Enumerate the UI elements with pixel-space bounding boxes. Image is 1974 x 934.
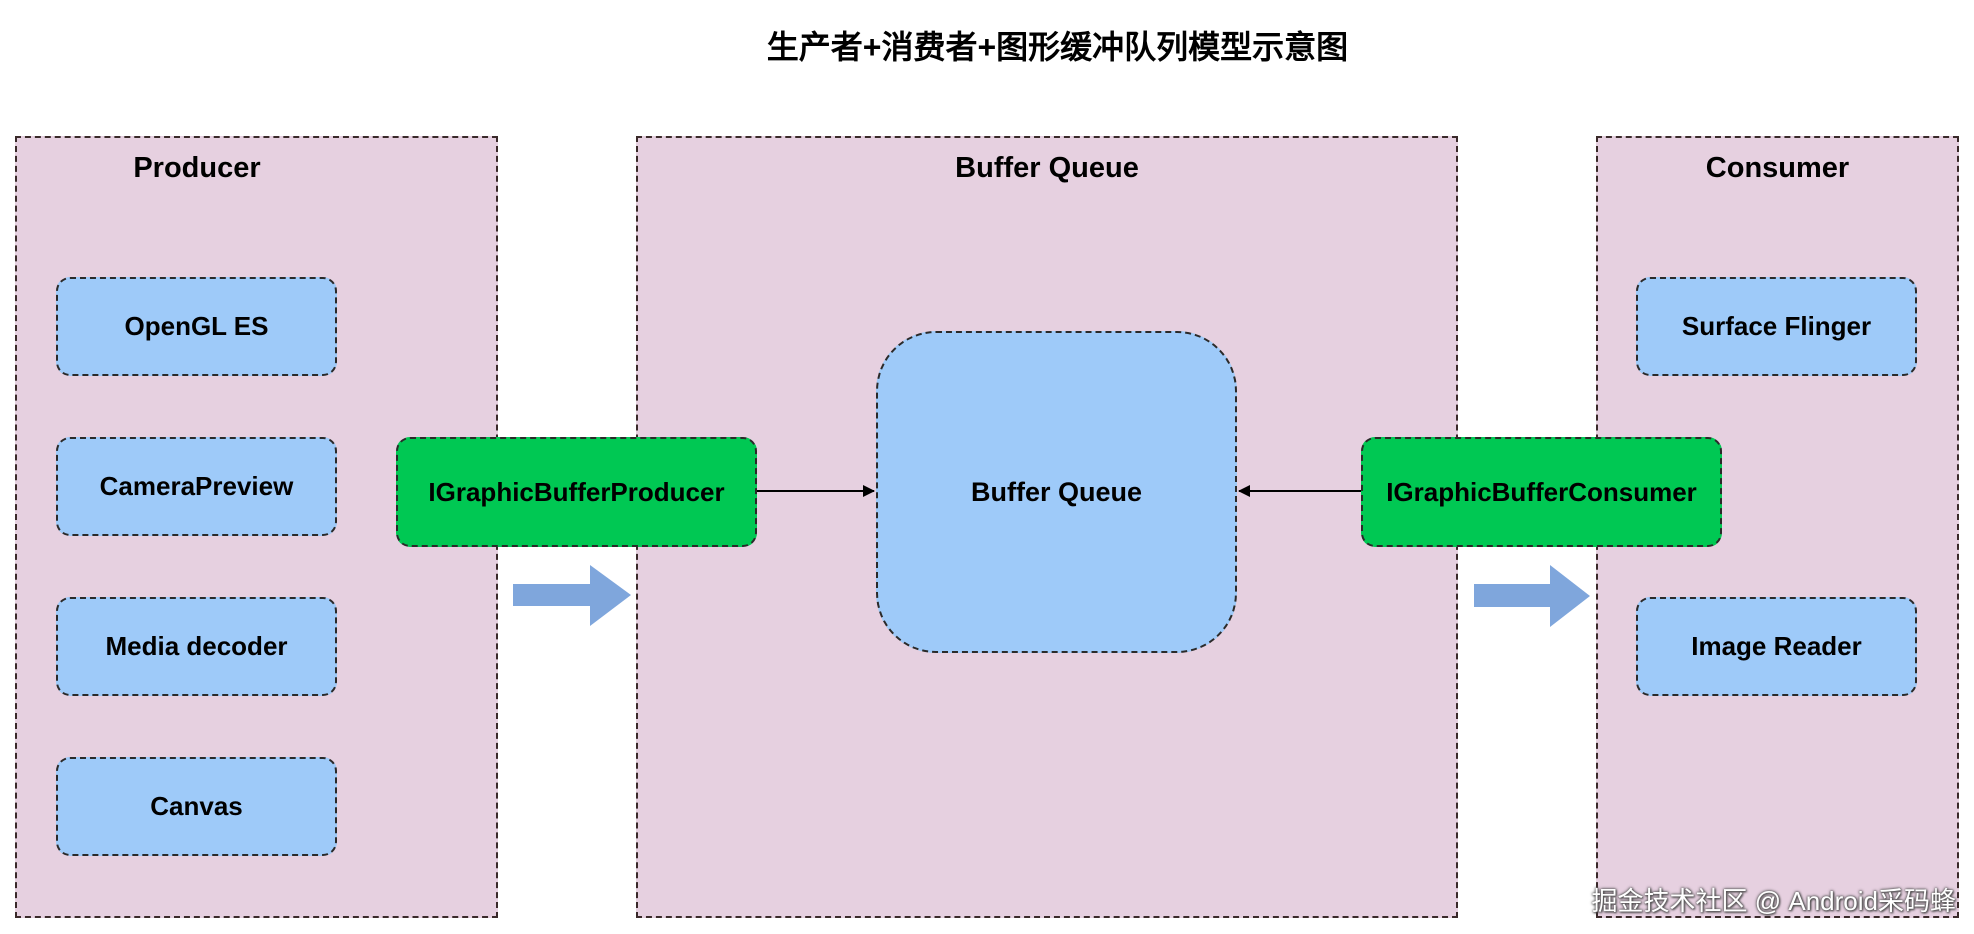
producer-title: Producer xyxy=(133,152,261,184)
consumer-item-image-reader: Image Reader xyxy=(1636,597,1917,696)
footer-watermark: 掘金技术社区 @ Android采码蜂 xyxy=(1591,886,1956,916)
diagram-title: 生产者+消费者+图形缓冲队列模型示意图 xyxy=(766,29,1349,65)
producer-item-opengl-es: OpenGL ES xyxy=(56,277,337,376)
consumer-item-surface-flinger: Surface Flinger xyxy=(1636,277,1917,376)
consumer-interface-box: IGraphicBufferConsumer xyxy=(1361,437,1722,547)
buffer-queue-title: Buffer Queue xyxy=(955,152,1139,184)
buffer-queue-box: Buffer Queue xyxy=(876,331,1237,653)
producer-item-media-decoder: Media decoder xyxy=(56,597,337,696)
producer-flow-arrow xyxy=(513,565,631,626)
producer-item-canvas: Canvas xyxy=(56,757,337,856)
producer-interface-box: IGraphicBufferProducer xyxy=(396,437,757,547)
producer-item-camera-preview: CameraPreview xyxy=(56,437,337,536)
consumer-title: Consumer xyxy=(1705,152,1850,184)
consumer-flow-arrow xyxy=(1474,565,1590,627)
